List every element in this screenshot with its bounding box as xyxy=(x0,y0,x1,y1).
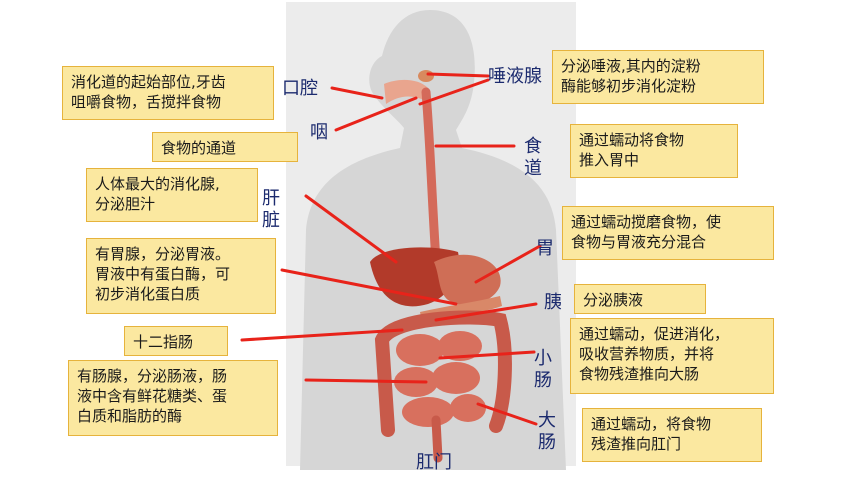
pointer-salivary-2 xyxy=(418,78,490,106)
note-intestinal-gland: 有肠腺，分泌肠液，肠 液中含有鲜花糖类、蛋 白质和脂肪的酶 xyxy=(68,360,278,436)
pointer-liver xyxy=(304,194,398,264)
note-pancreas: 分泌胰液 xyxy=(574,284,706,314)
large-intestine-shape xyxy=(374,310,512,437)
note-gastric-gland: 有胃腺，分泌胃液。 胃液中有蛋白酶，可 初步消化蛋白质 xyxy=(86,238,276,314)
label-anus: 肛门 xyxy=(416,452,452,473)
pointer-salivary-1 xyxy=(426,72,490,78)
esophagus-shape xyxy=(421,87,441,267)
label-mouth: 口腔 xyxy=(282,78,318,99)
note-small-intestine: 通过蠕动，促进消化， 吸收营养物质，并将 食物残渣推向大肠 xyxy=(570,318,774,394)
pointer-gastric-gland xyxy=(280,268,458,306)
oral-cavity xyxy=(384,79,428,104)
salivary-gland-shape xyxy=(418,70,434,82)
label-pancreas: 胰 xyxy=(544,292,562,313)
label-liver: 肝 脏 xyxy=(262,188,280,231)
pointer-duodenum xyxy=(240,328,404,342)
note-salivary-gland: 分泌唾液,其内的淀粉 酶能够初步消化淀粉 xyxy=(552,50,764,104)
note-pharynx: 食物的通道 xyxy=(152,132,298,162)
note-liver: 人体最大的消化腺, 分泌胆汁 xyxy=(86,168,258,222)
label-stomach: 胃 xyxy=(536,238,554,259)
label-small-intestine: 小 肠 xyxy=(534,348,552,391)
label-esophagus: 食 道 xyxy=(524,136,542,179)
note-mouth: 消化道的起始部位,牙齿 咀嚼食物，舌搅拌食物 xyxy=(62,66,274,120)
stomach-shape xyxy=(434,254,501,306)
pointer-pancreas xyxy=(434,302,538,322)
note-duodenum: 十二指肠 xyxy=(124,326,228,356)
pointer-small-intestine xyxy=(438,350,536,360)
pointer-mouth xyxy=(330,86,384,100)
pointer-intestinal-gland xyxy=(304,378,428,384)
pointer-stomach xyxy=(474,244,542,284)
small-intestine-shape xyxy=(394,331,486,427)
label-salivary-gland: 唾液腺 xyxy=(488,66,542,87)
note-large-intestine: 通过蠕动，将食物 残渣推向肛门 xyxy=(582,408,762,462)
pointer-large-intestine xyxy=(476,402,538,426)
label-pharynx: 咽 xyxy=(310,122,328,143)
rectum-shape xyxy=(431,415,443,463)
label-large-intestine: 大 肠 xyxy=(538,410,556,453)
pointer-pharynx xyxy=(334,96,418,132)
note-stomach: 通过蠕动搅磨食物，使 食物与胃液充分混合 xyxy=(562,206,774,260)
note-esophagus: 通过蠕动将食物 推入胃中 xyxy=(570,124,738,178)
